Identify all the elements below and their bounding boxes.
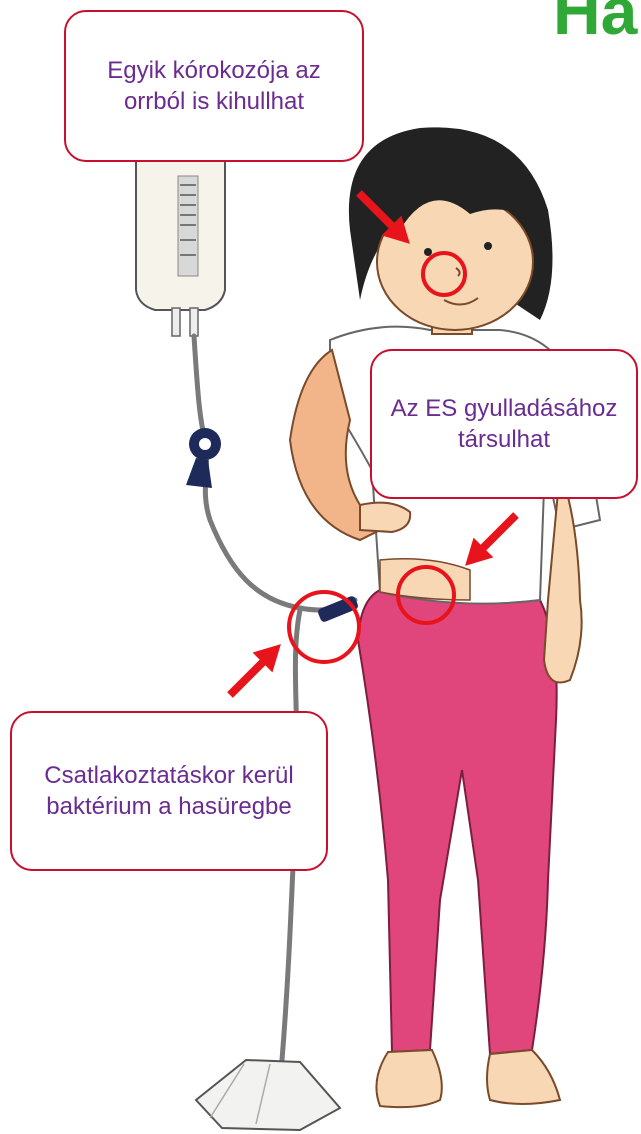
red-arrow-icon <box>220 634 291 705</box>
exit-site-callout: Az ES gyulladásához társulhat <box>370 349 638 499</box>
page-title: Ha <box>553 0 637 44</box>
tube-clamp <box>186 428 221 488</box>
nose-callout: Egyik kórokozója az orrból is kihullhat <box>64 10 364 162</box>
connection-callout: Csatlakoztatáskor kerül baktérium a hasü… <box>10 711 328 871</box>
drain-bag <box>196 1060 340 1130</box>
